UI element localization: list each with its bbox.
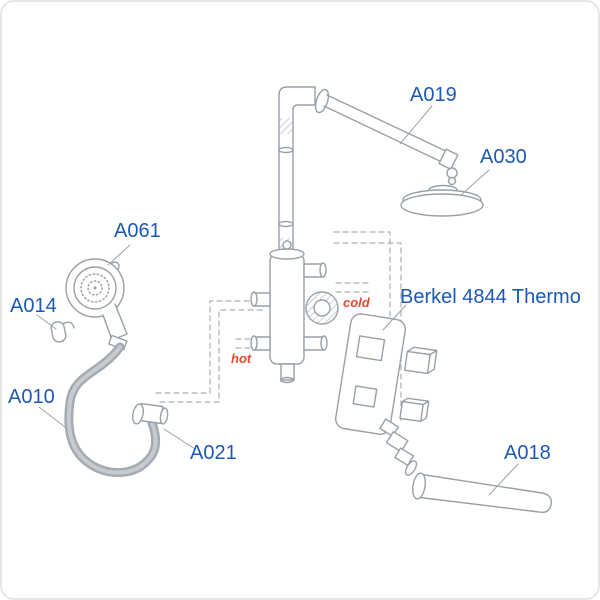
square-handle-top bbox=[404, 346, 438, 375]
spout-fittings bbox=[379, 418, 418, 476]
hand-shower bbox=[65, 258, 128, 351]
thermostat-valve-body bbox=[250, 240, 339, 384]
a010-leader-line bbox=[38, 406, 66, 428]
a030-leader-line bbox=[460, 169, 490, 196]
a061-leader-line bbox=[107, 244, 131, 266]
label-a018: A018 bbox=[504, 442, 551, 464]
square-handle-bottom bbox=[399, 397, 430, 423]
label-a061: A061 bbox=[114, 220, 161, 242]
label-a030: A030 bbox=[480, 146, 527, 168]
shower-hose bbox=[64, 342, 161, 478]
wall-outlet-elbow bbox=[131, 402, 169, 425]
wall-spout bbox=[412, 472, 552, 514]
thermo-leader-line bbox=[382, 304, 407, 331]
a014-leader-line bbox=[36, 314, 57, 330]
label-a010: A010 bbox=[8, 386, 55, 408]
a019-leader-line bbox=[399, 105, 433, 145]
control-plate bbox=[335, 313, 406, 435]
riser-pipe bbox=[278, 86, 316, 261]
leader-lines bbox=[36, 105, 519, 496]
label-thermo-valve: Berkel 4844 Thermo bbox=[400, 286, 581, 308]
overhead-shower-head bbox=[400, 176, 484, 217]
hot-water-annotation: hot bbox=[231, 351, 252, 366]
label-a019: A019 bbox=[410, 84, 457, 106]
label-a021: A021 bbox=[190, 442, 237, 464]
cold-water-annotation: cold bbox=[343, 295, 370, 310]
a021-leader-line bbox=[163, 428, 196, 450]
wall-bracket bbox=[50, 321, 75, 343]
a018-leader-line bbox=[488, 463, 519, 496]
label-a014: A014 bbox=[10, 295, 57, 317]
